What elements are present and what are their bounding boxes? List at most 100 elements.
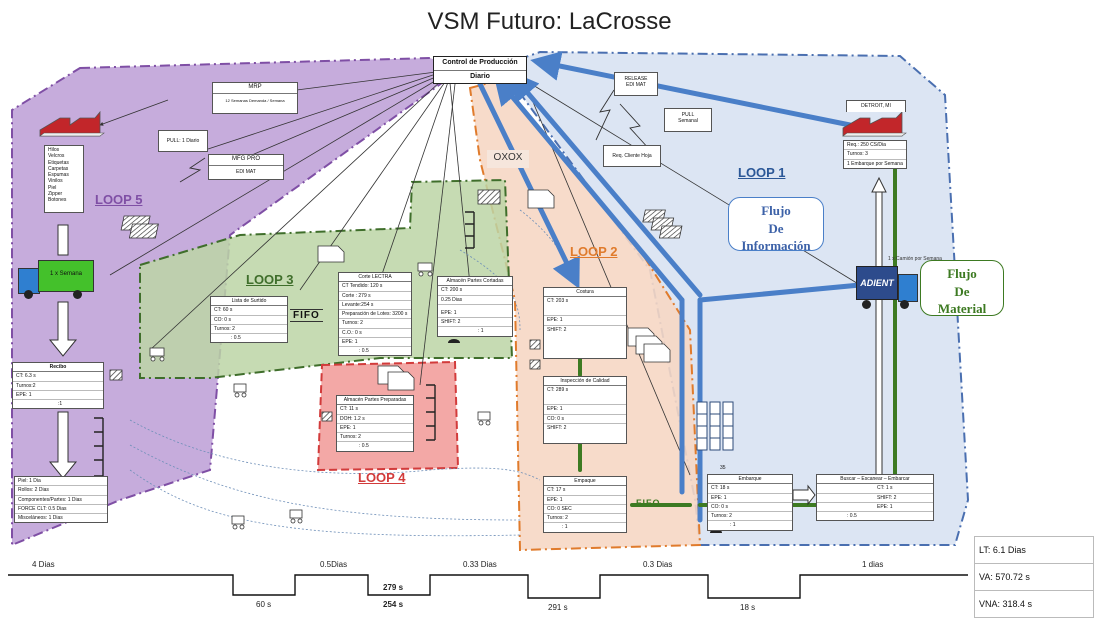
timeline-lower: 60 s [256, 600, 272, 609]
process-recibo: Recibo CT: 6.3 s Turnos:2 EPE: 1 :1 [12, 362, 104, 410]
process-almacen-cortadas: Almacén Partes Cortadas CT: 200 s 0.25 D… [437, 276, 513, 337]
process-row: : 1 [478, 328, 484, 335]
process-row: SHIFT: 2 [817, 494, 933, 503]
timeline-lower: 18 s [740, 603, 756, 612]
process-row: CT: 17 s [544, 486, 626, 496]
process-row: CO: 0 SEC [544, 505, 626, 514]
req-cliente-box: Req. Cliente Hoja [603, 145, 661, 167]
process-title: Costura [544, 288, 626, 298]
process-row: :1 [58, 401, 63, 407]
process-row: SHIFT: 2 [547, 326, 567, 333]
process-title: Corte LECTRA [339, 273, 411, 283]
pull-semanal-line1: PULL [681, 112, 695, 118]
supplier-item: Velcros [48, 153, 65, 160]
loop5-label: LOOP 5 [95, 192, 143, 207]
process-row: SHIFT: 2 [547, 424, 567, 431]
release-line2: EDI MAT [626, 82, 646, 89]
pull-semanal-box: PULL Semanal [664, 108, 712, 132]
process-row: Corte : 279 s [339, 292, 411, 301]
process-row: EPE: 1 [339, 338, 411, 347]
process-row: EPE: 1 [544, 316, 626, 326]
process-row: EPE: 1 [337, 424, 413, 433]
process-row: Turnos: 2 [708, 512, 792, 522]
metric-non-value-added: VNA: 318.4 s [974, 590, 1094, 618]
mfg-pro-box: MFG PRO EDI MAT [208, 154, 284, 180]
supplier-item: Carpetas [48, 165, 69, 172]
fifo1-text: FIFO [293, 310, 320, 321]
process-row: CT: 200 s [438, 286, 512, 296]
loop3-label: LOOP 3 [246, 272, 294, 287]
truck-right-label: ADIENT [856, 266, 898, 300]
material-callout-line: Flujo [947, 266, 977, 281]
customer-name: DETROIT, MI [861, 103, 891, 109]
supplier-item: Espumas [48, 172, 69, 178]
info-callout-line: Información [741, 238, 811, 254]
pull-diario-box: PULL: 1 Diario [158, 130, 208, 152]
timeline-upper: 4 Dias [32, 560, 55, 569]
inventory-row: Misceláneos: 1 Dias [18, 515, 63, 521]
release-box: RELEASE EDI MAT [614, 72, 658, 96]
page-title: VSM Futuro: LaCrosse [427, 8, 672, 35]
fifo2-text: FIFO [636, 498, 661, 508]
truck-right-icon: ADIENT [856, 266, 918, 310]
info-callout-line: Flujo [761, 203, 791, 218]
process-row: EPE: 1 [544, 405, 626, 415]
process-row: Turnos: 2 [211, 325, 287, 334]
process-title: Buscar – Escanear – Embarcar [817, 475, 933, 485]
supplier-item: Botones [48, 197, 67, 203]
req-cliente-text: Req. Cliente Hoja [612, 153, 652, 159]
customer-row: Turnos: 3 [844, 150, 906, 160]
supplier-item: Etiquetas [48, 159, 69, 166]
inventory-count: 35 [720, 465, 726, 471]
process-row: EPE: 1 [544, 496, 626, 505]
loop1-label: LOOP 1 [738, 165, 786, 180]
timeline-upper: 0.5Dias [320, 560, 348, 569]
process-row: EPE: 1 [708, 494, 792, 503]
mfg-title: MFG PRO [209, 155, 283, 166]
process-title: Almacén Partes Cortadas [438, 277, 512, 287]
inventory-row: Componentes/Partes: 1 Dias [15, 496, 107, 505]
release-line1: RELEASE [624, 76, 648, 82]
supplier-factory-icon [39, 110, 105, 137]
process-row: : 1 [730, 522, 736, 529]
customer-row: 1 Embarque por Semana [847, 160, 903, 167]
process-row: : 1 [562, 524, 568, 531]
pull-diario-text: PULL: 1 Diario [166, 138, 200, 144]
truck-left-icon: 1 x Semana [18, 260, 94, 300]
truck-left-label: 1 x Semana [38, 260, 94, 292]
loop4-label: LOOP 4 [358, 470, 406, 485]
production-control-line1: Control de Producción [434, 57, 526, 71]
process-row: CT: 60 s [211, 306, 287, 316]
process-buscar-escanear: Buscar – Escanear – Embarcar CT: 1 s SHI… [816, 474, 934, 522]
process-row: CT: 203 s [544, 297, 626, 317]
timeline-lower: 254 s [383, 600, 404, 609]
material-callout-line: De [954, 283, 970, 299]
inventory-left-box: Piel: 1 Dia Rollos: 2 Dias Componentes/P… [14, 476, 108, 524]
process-row: EPE: 1 [438, 305, 512, 318]
timeline-upper: 0.33 Dias [463, 560, 497, 569]
customer-row: Req.: 250 CS/Dia [844, 141, 906, 151]
process-embarque: Embarque CT: 18 s EPE: 1 CO: 0 s Turnos:… [707, 474, 793, 531]
pull-semanal-line2: Semanal [678, 118, 698, 125]
process-row: CT Tendido: 120 s [339, 282, 411, 292]
process-title: Inspección de Calidad [544, 377, 626, 387]
production-control-box: Control de Producción Diario [433, 56, 527, 84]
process-row: CT: 1 s [817, 484, 933, 494]
supplier-item: Piel [48, 184, 57, 191]
process-row: : 0.5 [847, 513, 857, 519]
supplier-item: Hilos [48, 147, 60, 153]
process-row: CO: 0 s [708, 503, 792, 512]
process-title: Embarque [708, 475, 792, 485]
process-row: SHIFT: 2 [438, 318, 512, 328]
process-row: CO: 0 s [211, 316, 287, 325]
info-flow-callout: Flujo De Información [728, 197, 824, 253]
process-row: CT: 11 s [337, 405, 413, 415]
mfg-sub: EDI MAT [236, 168, 256, 175]
supplier-list-box: Hilos Velcros Etiquetas Carpetas Espumas… [44, 145, 84, 213]
process-row: Preparación de Lotes: 3200 s [339, 310, 411, 320]
process-costura: Costura CT: 203 s EPE: 1 SHIFT: 2 [543, 287, 627, 359]
process-row: CO: 0 s [544, 415, 626, 424]
process-row: : 0.5 [359, 348, 369, 354]
metric-lead-time: LT: 6.1 Dias [974, 536, 1094, 564]
